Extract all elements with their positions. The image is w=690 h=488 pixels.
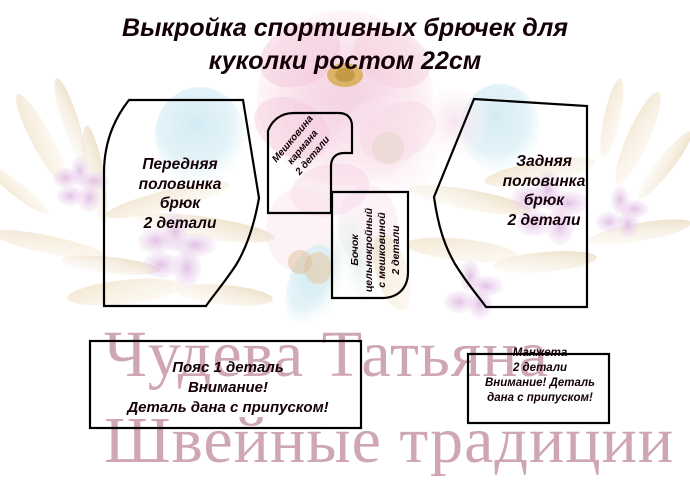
cuff-outline: [466, 352, 611, 425]
page-title-line-2: куколки ростом 22см: [208, 47, 482, 75]
side-panel-outline: [330, 190, 410, 300]
page-title: Выкройка спортивных брючек для куколки р…: [0, 12, 690, 78]
page-title-line-1: Выкройка спортивных брючек для: [122, 14, 568, 42]
pocket-bag-outline: [266, 111, 354, 215]
waistband-outline: [88, 339, 363, 430]
front-trouser-half-outline: [102, 98, 261, 308]
back-trouser-half-outline: [432, 97, 589, 309]
